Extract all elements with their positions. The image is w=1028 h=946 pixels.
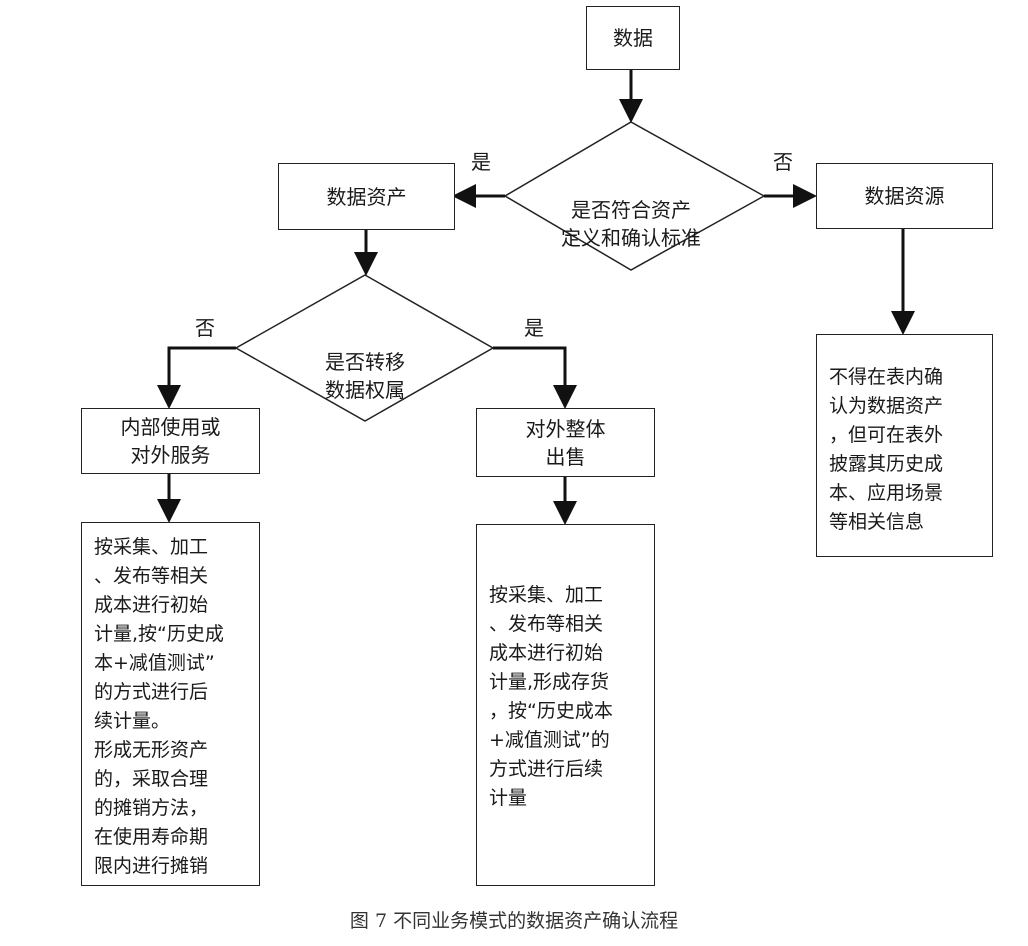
note-internal-accounting: 按采集、加工 、发布等相关 成本进行初始 计量,按“历史成 本+减值测试” 的方…	[81, 522, 260, 886]
node-external-sale: 对外整体 出售	[476, 408, 655, 477]
edge-label-asset-yes: 是	[471, 150, 491, 174]
decision-transfer-ownership-label: 是否转移 数据权属	[325, 350, 405, 402]
note-internal-accounting-text: 按采集、加工 、发布等相关 成本进行初始 计量,按“历史成 本+减值测试” 的方…	[94, 536, 224, 877]
node-data-label: 数据	[613, 26, 653, 50]
edge-label-transfer-no: 否	[195, 316, 215, 340]
note-sale-accounting: 按采集、加工 、发布等相关 成本进行初始 计量,形成存货 ，按“历史成本 +减值…	[476, 524, 655, 886]
node-internal-use: 内部使用或 对外服务	[81, 408, 260, 474]
arrow-transfer-to-internal-use	[157, 346, 236, 409]
node-external-sale-label: 对外整体 出售	[525, 416, 606, 469]
node-data-resource-label: 数据资源	[864, 184, 945, 208]
figure-caption: 图 7 不同业务模式的数据资产确认流程	[349, 910, 679, 932]
edge-label-transfer-yes: 是	[524, 316, 544, 340]
note-sale-accounting-text: 按采集、加工 、发布等相关 成本进行初始 计量,形成存货 ，按“历史成本 +减值…	[489, 584, 613, 809]
decision-asset-criteria-shape	[503, 121, 766, 271]
node-internal-use-label: 内部使用或 对外服务	[120, 415, 221, 467]
node-data-asset-label: 数据资产	[326, 184, 407, 209]
node-data-asset: 数据资产	[278, 163, 455, 230]
note-resource-disclosure-text: 不得在表内确 认为数据资产 ，但可在表外 披露其历史成 本、应用场景 等相关信息	[829, 366, 944, 533]
arrow-transfer-to-external-sale	[493, 346, 577, 409]
edge-label-asset-no: 否	[773, 150, 793, 174]
decision-transfer-ownership-shape	[234, 274, 495, 422]
node-data: 数据	[586, 6, 680, 70]
note-resource-disclosure: 不得在表内确 认为数据资产 ，但可在表外 披露其历史成 本、应用场景 等相关信息	[816, 334, 993, 557]
node-data-resource: 数据资源	[816, 163, 993, 229]
decision-asset-criteria-label: 是否符合资产 定义和确认标准	[561, 198, 701, 250]
